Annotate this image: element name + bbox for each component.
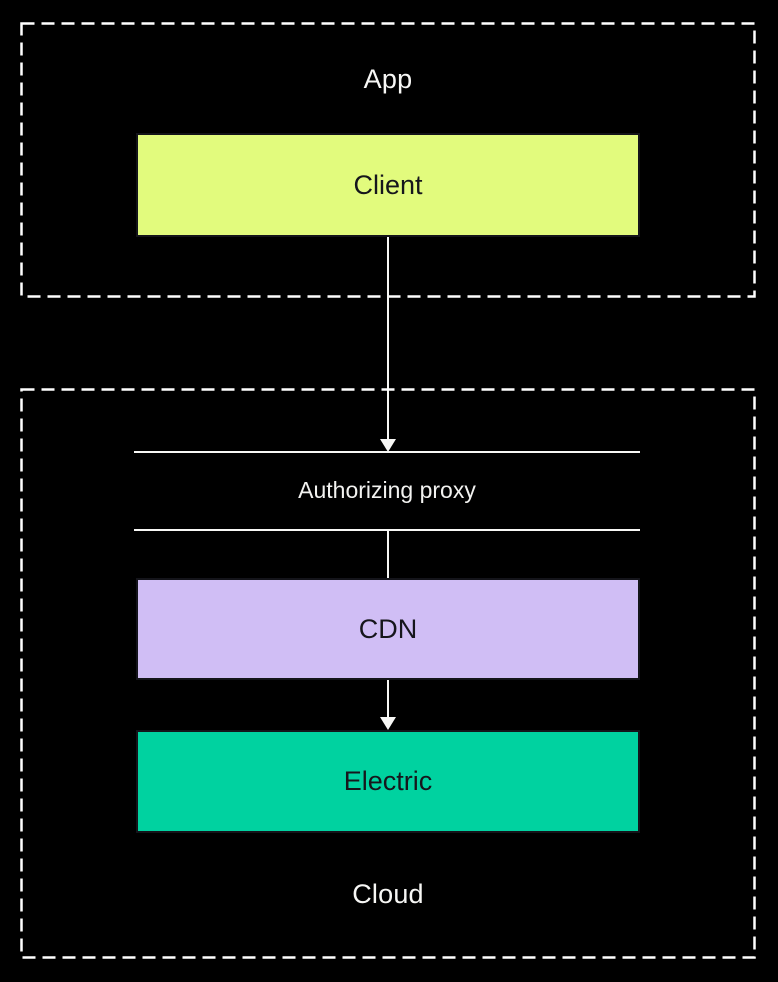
proxy-node-label: Authorizing proxy bbox=[298, 477, 476, 503]
edge-cdn-to-electric-arrowhead bbox=[380, 717, 396, 730]
client-node: Client bbox=[136, 133, 640, 237]
electric-node-label: Electric bbox=[343, 766, 433, 796]
edge-client-to-proxy-line bbox=[387, 237, 389, 440]
client-node-label: Client bbox=[353, 169, 423, 200]
cdn-node-label: CDN bbox=[358, 613, 418, 644]
electric-node: Electric bbox=[136, 730, 640, 833]
cdn-node: CDN bbox=[136, 578, 640, 680]
proxy-top-rule bbox=[134, 451, 640, 453]
edge-cdn-to-electric-line bbox=[387, 680, 389, 718]
cloud-group-label: Cloud bbox=[352, 879, 424, 909]
edge-proxy-to-cdn-line bbox=[387, 531, 389, 578]
proxy-bottom-rule bbox=[134, 529, 640, 531]
app-group-label: App bbox=[363, 64, 413, 94]
